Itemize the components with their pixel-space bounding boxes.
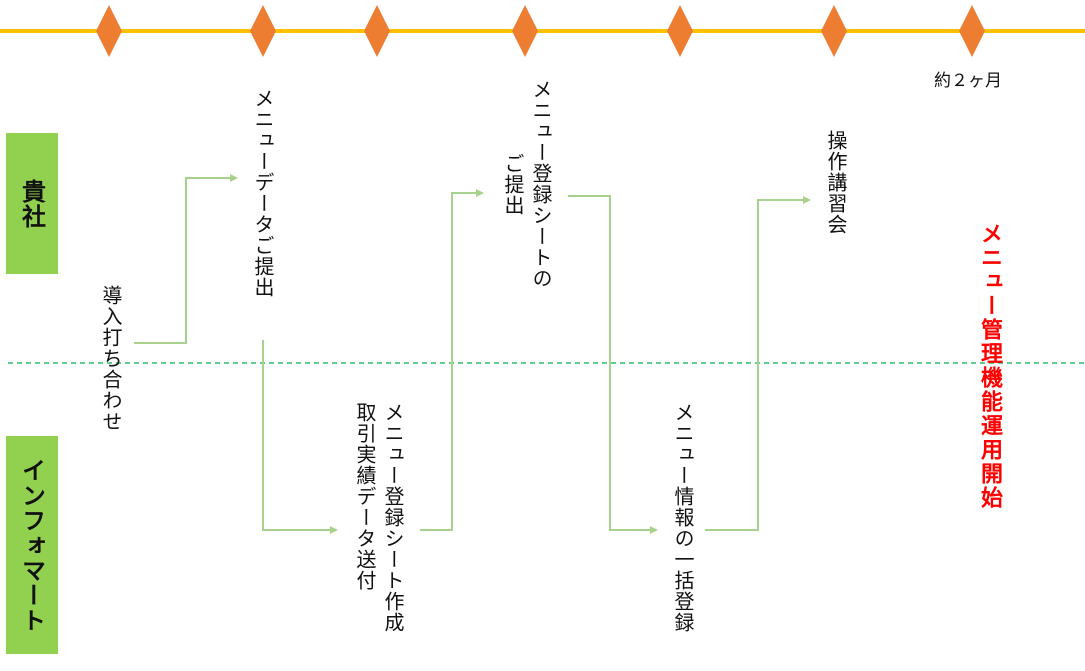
arrowhead-sheet-create [330, 526, 338, 534]
lane-client-label: 貴社 [17, 178, 46, 229]
lane-infomart: インフォマート [6, 436, 58, 654]
step-training: 操作講習会 [824, 130, 848, 235]
step-sheet-submit-line2: ご提出 [501, 153, 525, 216]
timeline-milestones [96, 5, 985, 57]
milestone-operation-start: メニュー管理機能運用開始 [977, 222, 1002, 510]
connector-sheet-create-to-sheet-submit [420, 192, 480, 531]
step-sheet-create: メニュー登録シート作成 [381, 402, 405, 633]
timeline-diamond-3 [364, 5, 390, 57]
timeline-diamond-7 [959, 5, 985, 57]
step-bulk-register: メニュー情報の一括登録 [671, 402, 695, 633]
lane-client: 貴社 [6, 133, 58, 274]
connectors [134, 177, 807, 531]
arrowhead-menu-data [230, 174, 238, 182]
step-sheet-submit-line1: メニュー登録シートの [529, 79, 553, 289]
connector-meeting-to-menu-data [134, 177, 234, 344]
timeline-diamond-5 [667, 5, 693, 57]
arrowhead-bulk-register [650, 526, 658, 534]
timeline-diamond-6 [821, 5, 847, 57]
arrowheads [230, 174, 811, 534]
connector-sheet-submit-to-bulk-register [568, 195, 654, 531]
timeline-diamond-2 [250, 5, 276, 57]
arrowhead-sheet-submit [476, 189, 484, 197]
lane-infomart-label: インフォマート [17, 457, 46, 633]
arrowhead-training [803, 196, 811, 204]
connector-menu-data-to-sheet-create [262, 340, 334, 531]
duration-label: 約２ヶ月 [934, 71, 1002, 91]
step-menu-data-submit: メニューデータご提出 [251, 88, 275, 298]
step-trade-data-send: 取引実績データ送付 [353, 402, 377, 591]
timeline-diamond-1 [96, 5, 122, 57]
timeline-diamond-4 [512, 5, 538, 57]
step-kickoff-meeting: 導入打ち合わせ [99, 285, 123, 432]
connector-bulk-register-to-training [705, 199, 807, 531]
